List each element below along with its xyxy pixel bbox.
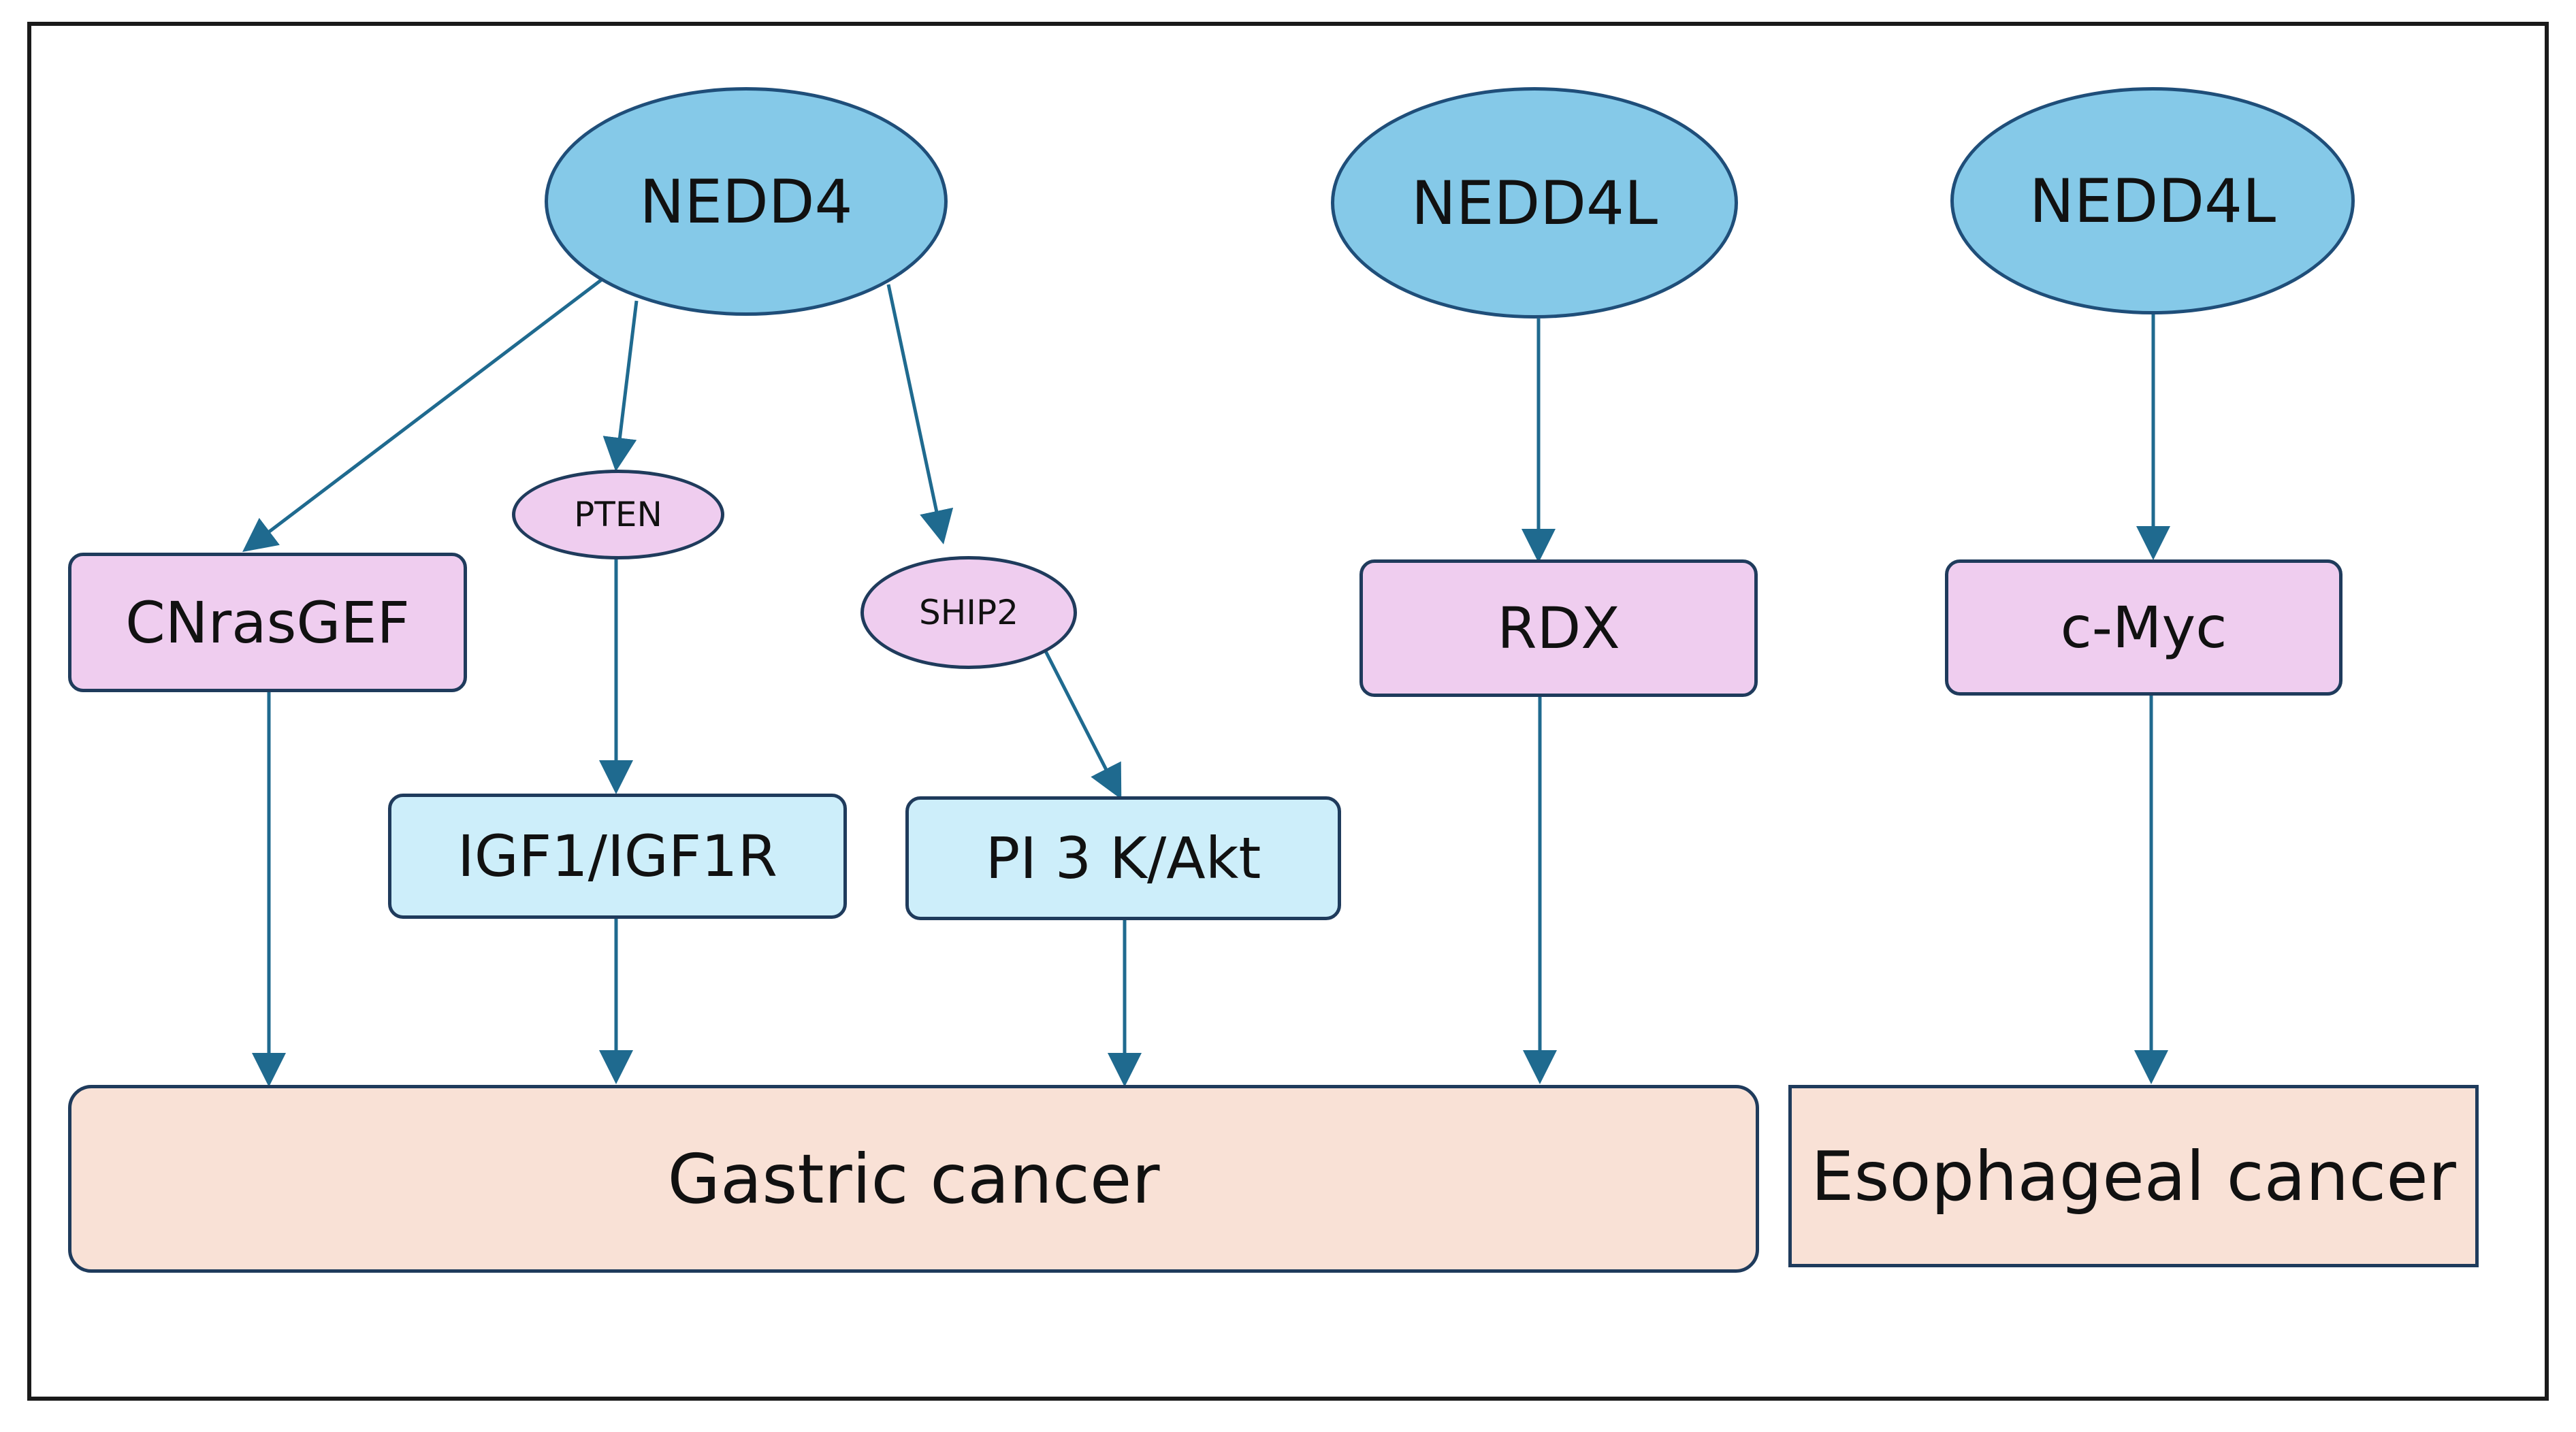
nedd4-node: NEDD4	[545, 87, 948, 316]
esophageal-cancer-box: Esophageal cancer	[1788, 1085, 2479, 1267]
igf1-igf1r-box: IGF1/IGF1R	[388, 794, 847, 919]
pi3k-akt-box: PI 3 K/Akt	[905, 796, 1341, 920]
nedd4l-node-2: NEDD4L	[1950, 87, 2355, 314]
arrow-ship2-to-pi3k	[1043, 649, 1122, 800]
gastric-cancer-box: Gastric cancer	[68, 1085, 1759, 1273]
arrow-nedd4-to-pten	[602, 300, 639, 472]
cnrasgef-box: CNrasGEF	[68, 553, 467, 692]
rdx-box: RDX	[1359, 559, 1758, 697]
diagram-frame	[27, 22, 2549, 1401]
pten-node: PTEN	[512, 470, 724, 559]
nedd4l-node-1: NEDD4L	[1331, 87, 1738, 319]
arrow-nedd4-to-ship2	[886, 284, 954, 544]
cmyc-box: c-Myc	[1945, 559, 2342, 696]
ship2-node: SHIP2	[860, 556, 1077, 669]
arrow-nedd4-to-cnrasgef	[242, 278, 604, 553]
